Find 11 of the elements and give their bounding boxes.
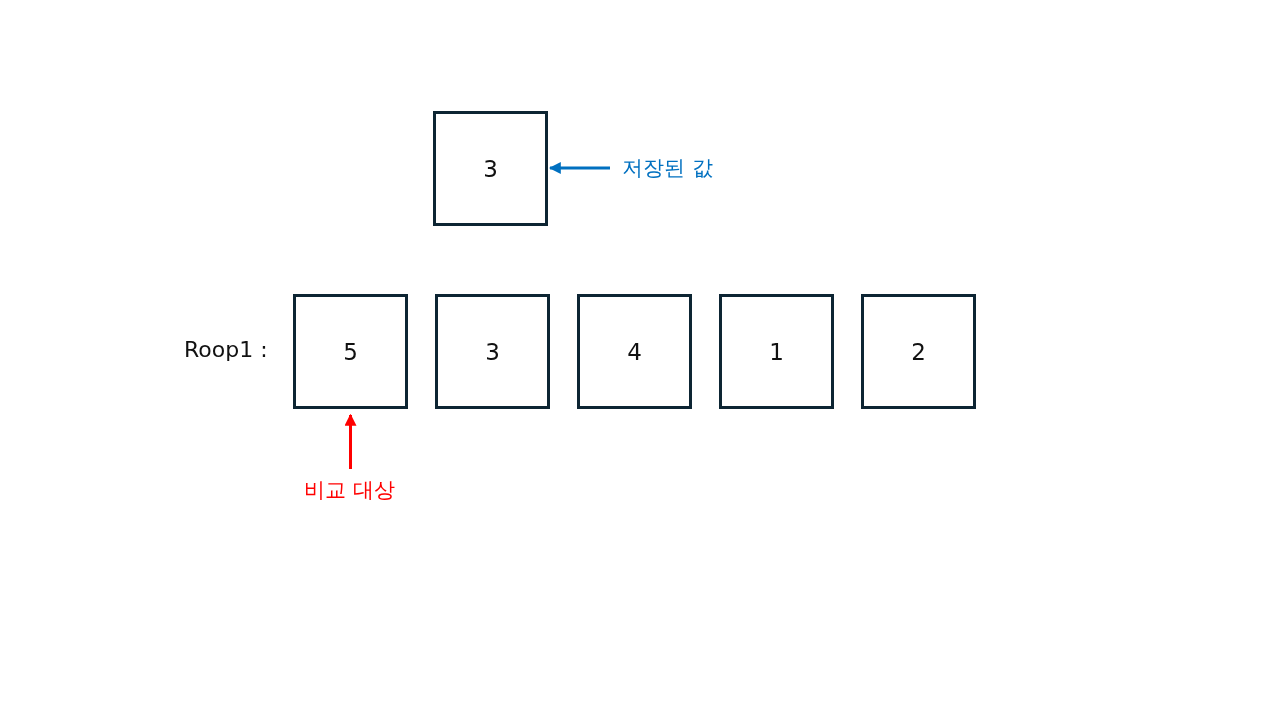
value-box: 2 (861, 294, 976, 409)
value-box: 3 (433, 111, 548, 226)
value-box: 5 (293, 294, 408, 409)
arrow (548, 162, 610, 174)
value-box: 3 (435, 294, 550, 409)
value-box: 4 (577, 294, 692, 409)
arrow (344, 413, 357, 469)
callout-text: 비교 대상 (304, 477, 395, 503)
row-label: Roop1 : (184, 337, 268, 363)
value-box: 1 (719, 294, 834, 409)
callout-text: 저장된 값 (622, 155, 713, 181)
